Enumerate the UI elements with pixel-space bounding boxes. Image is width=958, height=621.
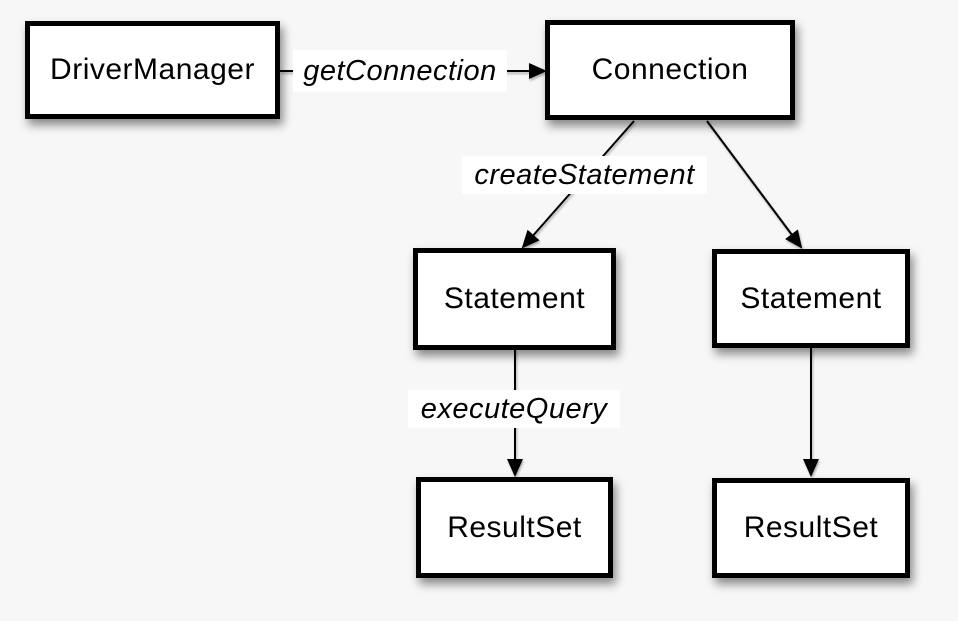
- node-driver-manager-label: DriverManager: [50, 53, 255, 86]
- node-resultset-right-label: ResultSet: [743, 511, 879, 544]
- edge-label-createstatement: createStatement: [462, 156, 707, 194]
- edge-label-getconnection-text: getConnection: [303, 54, 497, 87]
- node-statement-left: Statement: [413, 248, 616, 350]
- node-resultset-left: ResultSet: [416, 477, 613, 578]
- node-driver-manager: DriverManager: [25, 21, 280, 119]
- node-connection-label: Connection: [591, 53, 749, 86]
- node-connection: Connection: [545, 20, 795, 120]
- node-statement-right-label: Statement: [740, 281, 882, 315]
- edge-connection-to-right-statement-arrow: [706, 120, 803, 249]
- edge-label-executequery: executeQuery: [408, 390, 620, 428]
- edge-label-executequery-text: executeQuery: [420, 392, 608, 425]
- node-statement-left-label: Statement: [443, 282, 586, 315]
- node-resultset-left-label: ResultSet: [447, 510, 582, 544]
- node-resultset-right: ResultSet: [712, 478, 910, 578]
- node-statement-right: Statement: [712, 249, 910, 348]
- edge-label-createstatement-text: createStatement: [474, 158, 695, 191]
- edge-label-getconnection: getConnection: [293, 50, 507, 92]
